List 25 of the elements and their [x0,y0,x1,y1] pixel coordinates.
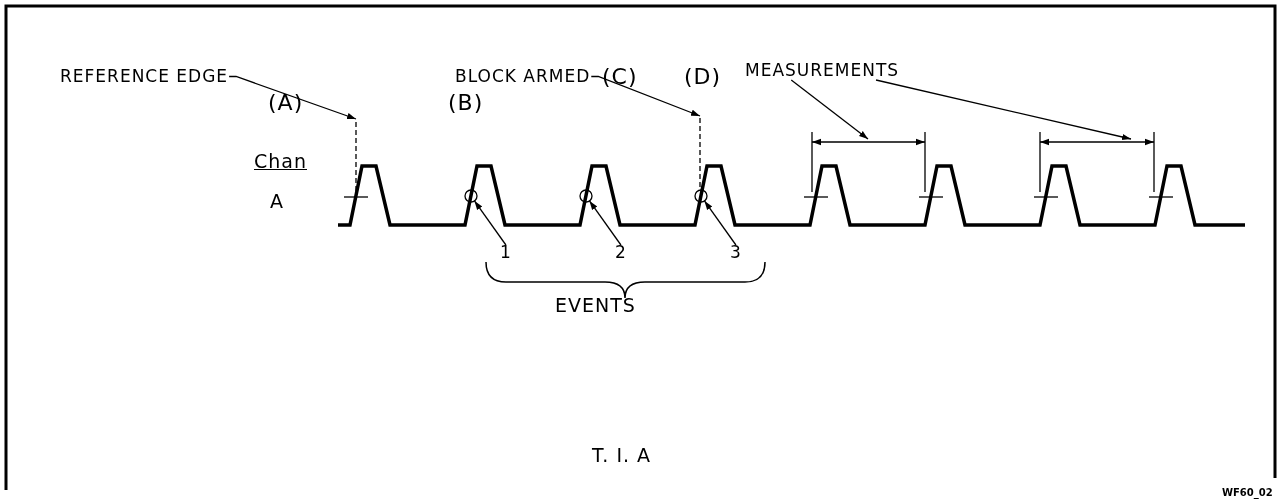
callout-letter: (A) [268,92,304,114]
leader-line [228,75,357,120]
leader-line [590,75,701,117]
leader-line [473,200,507,246]
callout-letter: (D) [684,66,722,88]
leader-line [703,200,737,246]
callout-letter: (C) [602,66,638,88]
callout-label: REFERENCE EDGE [60,68,229,85]
callout-letter: (B) [448,92,484,114]
callout-number: 2 [615,244,627,261]
callout-number: 3 [730,244,742,261]
event-marker [579,189,593,203]
callout-label: BLOCK ARMED [455,68,591,85]
callout-label: MEASUREMENTS [745,62,900,79]
event-marker [694,189,708,203]
figure-title: T. I. A [592,446,652,465]
leader-line [875,79,1132,141]
event-marker [464,189,478,203]
callout-number: 1 [500,244,512,261]
channel-label: Chan [254,152,307,171]
leader-line [588,200,622,246]
leader-line [790,79,869,140]
figure-code: WF60_02 [1222,488,1273,498]
channel-label: A [270,192,284,211]
group-label: EVENTS [555,296,636,315]
